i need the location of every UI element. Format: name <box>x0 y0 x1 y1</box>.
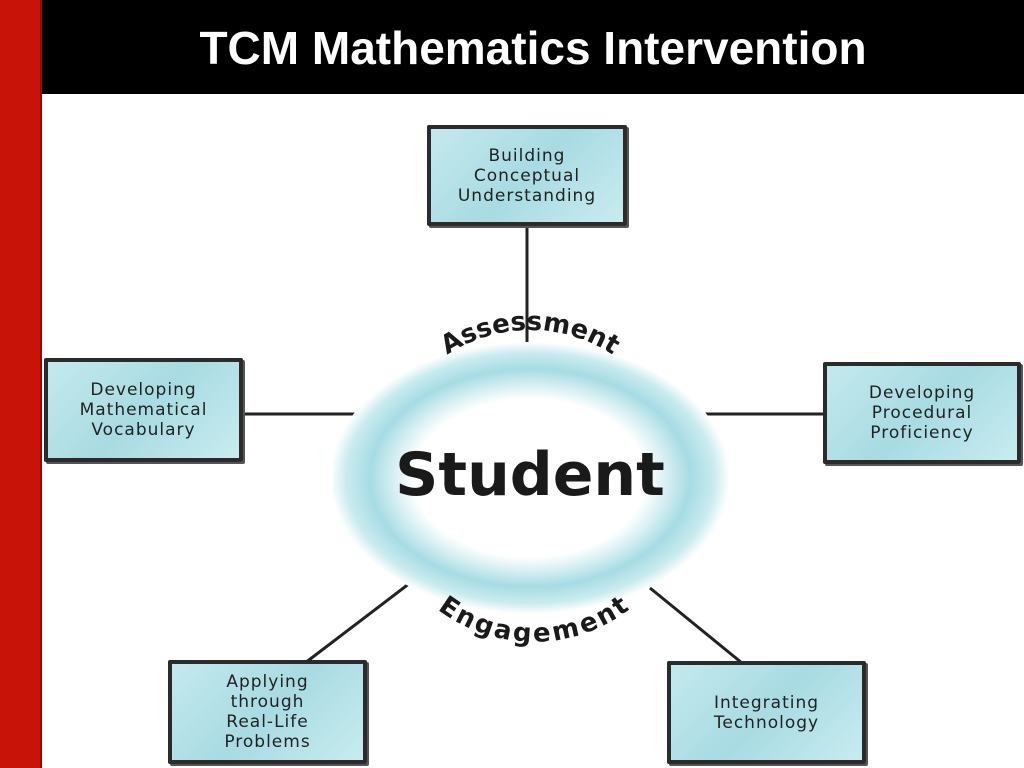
node-mathematical-vocabulary: Developing Mathematical Vocabulary <box>44 358 243 462</box>
node-conceptual-understanding: Building Conceptual Understanding <box>427 125 627 226</box>
node-label: Developing Procedural Proficiency <box>868 383 976 443</box>
node-label: Building Conceptual Understanding <box>457 145 597 206</box>
node-label: Developing Mathematical Vocabulary <box>79 380 208 440</box>
node-integrating-technology: Integrating Technology <box>667 661 866 764</box>
left-accent-bar <box>0 0 42 768</box>
connector-bottom-right <box>649 586 743 665</box>
title-bar: TCM Mathematics Intervention <box>42 0 1024 94</box>
node-procedural-proficiency: Developing Procedural Proficiency <box>823 362 1021 464</box>
connector-bottom-left <box>304 581 411 665</box>
student-ring <box>330 342 730 614</box>
node-label: Applying through Real-Life Problems <box>224 672 311 752</box>
node-label: Integrating Technology <box>713 692 820 733</box>
node-real-life-problems: Applying through Real-Life Problems <box>168 660 367 764</box>
page-title: TCM Mathematics Intervention <box>199 22 867 74</box>
student-label: Student <box>395 440 665 510</box>
